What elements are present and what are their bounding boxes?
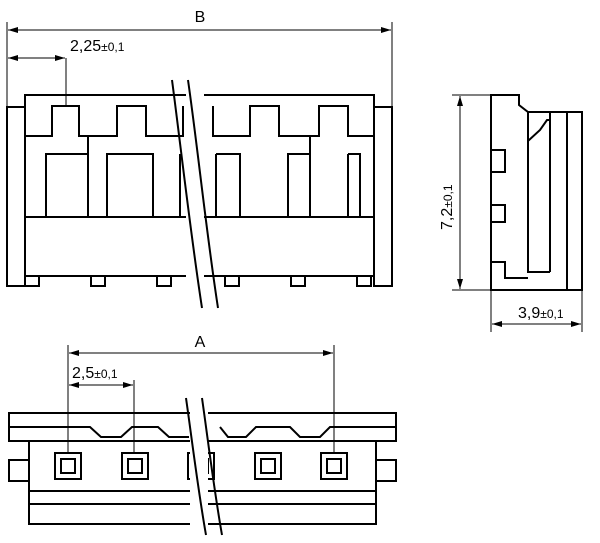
front-view: [6, 79, 393, 310]
housing-outline: [24, 94, 375, 277]
dimension-b: B: [6, 9, 393, 107]
right-flange: [373, 106, 393, 287]
pins-bottom: [24, 275, 372, 287]
dimension-b-label: B: [195, 9, 206, 26]
dimension-a-label: A: [195, 334, 206, 351]
left-tab: [8, 459, 30, 482]
dimension-height-label: 7,2±0,1: [439, 184, 456, 230]
inner-walls: [45, 136, 361, 217]
dimension-pitch-top-label: 2,25±0,1: [70, 38, 125, 55]
dimension-a: A: [67, 334, 335, 453]
dimension-width-label: 3,9±0,1: [518, 305, 564, 322]
dimension-pitch-top: 2,25±0,1: [8, 38, 125, 106]
dimension-width: 3,9±0,1: [490, 290, 583, 332]
right-tab: [375, 459, 397, 482]
dimension-pitch-bottom: 2,5±0,1: [69, 365, 135, 453]
dimension-pitch-bottom-label: 2,5±0,1: [72, 365, 118, 382]
teeth-profile: [25, 105, 374, 137]
break-line-top: [185, 397, 223, 536]
left-flange: [6, 106, 26, 287]
side-view: [490, 94, 583, 291]
dimension-height: 7,2±0,1: [439, 94, 491, 291]
top-view: [8, 397, 397, 540]
break-line-front: [171, 79, 219, 309]
side-outline: [490, 94, 583, 291]
